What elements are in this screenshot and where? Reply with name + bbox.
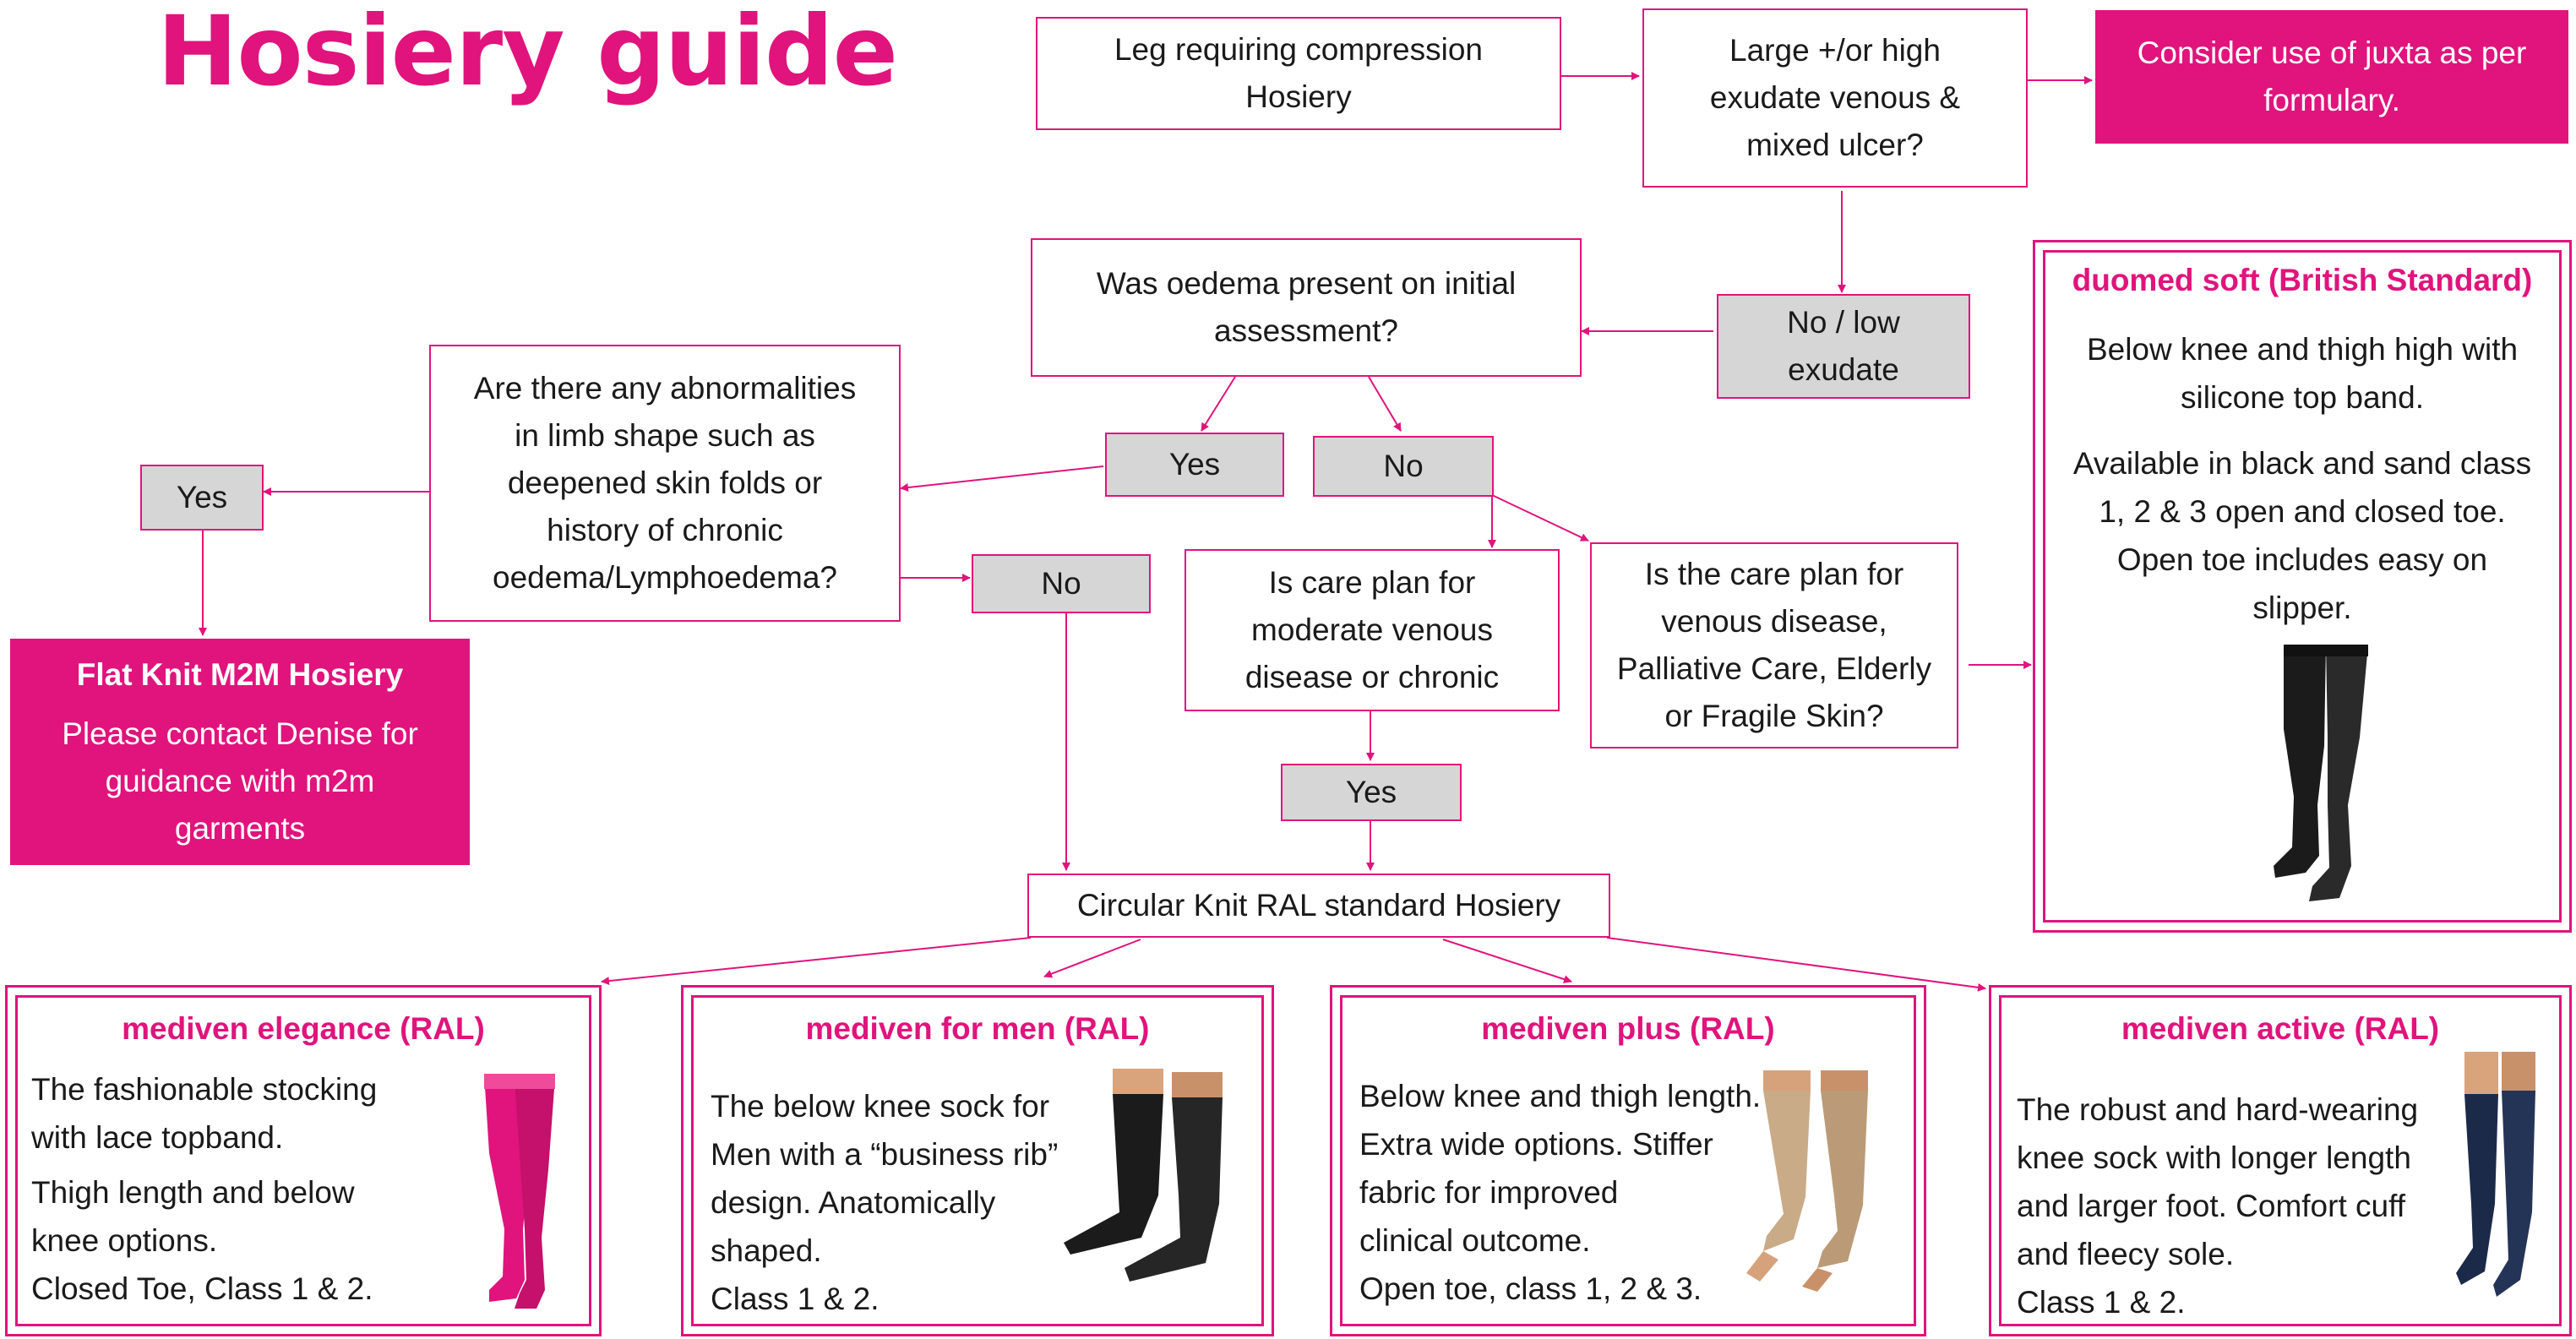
- product-line: Thigh length and below: [31, 1175, 355, 1210]
- duomed-line: slipper.: [2252, 591, 2352, 625]
- navy-knee-sock-icon: [2456, 1052, 2535, 1297]
- node-line: garments: [174, 811, 306, 846]
- product-line: and larger foot. Comfort cuff: [2017, 1189, 2405, 1223]
- duomed-inner-border: [2043, 250, 2562, 923]
- node-oedema-question: Was oedema present on initial assessment…: [1031, 238, 1582, 377]
- duomed-panel: duomed soft (British Standard) Below kne…: [2033, 240, 2572, 933]
- product-line: Men with a “business rib”: [711, 1137, 1059, 1172]
- duomed-title: duomed soft (British Standard): [2072, 263, 2533, 297]
- product-line: knee sock with longer length: [2017, 1140, 2411, 1175]
- product-line: Class 1 & 2.: [711, 1282, 880, 1316]
- product-line: and fleecy sole.: [2017, 1237, 2235, 1271]
- product-inner-border: [1340, 995, 1916, 1326]
- product-line: Closed Toe, Class 1 & 2.: [31, 1271, 373, 1306]
- node-flat-knit: Flat Knit M2M Hosiery Please contact Den…: [10, 639, 470, 865]
- black-knee-sock-icon: [1064, 1069, 1223, 1282]
- product-title: mediven plus (RAL): [1481, 1011, 1775, 1046]
- product-line: fabric for improved: [1359, 1175, 1619, 1210]
- node-large-exudate: Large +/or high exudate venous & mixed u…: [1642, 8, 2028, 188]
- arrow-yes-to-abnormalities: [900, 465, 1104, 493]
- product-line: design. Anatomically: [711, 1185, 996, 1220]
- duomed-line: Open toe includes easy on: [2116, 542, 2488, 577]
- arrow-oedema-to-yes: [1201, 376, 1236, 432]
- product-card-plus: mediven plus (RAL) Below knee and thigh …: [1330, 985, 1926, 1336]
- node-line: Leg requiring compression: [1114, 32, 1483, 67]
- node-line: formulary.: [2263, 83, 2400, 117]
- node-line: or Fragile Skin?: [1664, 699, 1884, 733]
- node-line: Palliative Care, Elderly: [1616, 651, 1932, 686]
- product-title: mediven active (RAL): [2121, 1011, 2440, 1046]
- node-circular-knit: Circular Knit RAL standard Hosiery: [1027, 874, 1610, 938]
- node-care-plan-moderate: Is care plan for moderate venous disease…: [1185, 549, 1560, 711]
- product-line: knee options.: [31, 1223, 218, 1258]
- node-line: Large +/or high: [1729, 33, 1941, 68]
- node-line: deepened skin folds or: [507, 465, 823, 500]
- product-title: mediven elegance (RAL): [122, 1011, 485, 1046]
- arrow-circular-to-elegance: [601, 937, 1032, 986]
- product-inner-border: [1999, 995, 2562, 1326]
- node-line: Please contact Denise for: [62, 716, 418, 751]
- product-line: The fashionable stocking: [31, 1072, 378, 1107]
- node-no-left: No: [972, 554, 1151, 613]
- arrow-oedema-to-no: [1368, 376, 1402, 432]
- duomed-line: 1, 2 & 3 open and closed toe.: [2099, 494, 2506, 529]
- pink-thigh-stocking-icon: [484, 1074, 555, 1309]
- node-line: guidance with m2m: [105, 764, 375, 798]
- node-line: oedema/Lymphoedema?: [493, 560, 837, 595]
- black-thigh-stocking-icon: [2274, 645, 2368, 901]
- node-line: No / low: [1787, 305, 1900, 340]
- flat-knit-title: Flat Knit M2M Hosiery: [76, 657, 404, 692]
- product-line: clinical outcome.: [1359, 1223, 1591, 1258]
- node-care-plan-venous: Is the care plan for venous disease, Pal…: [1590, 542, 1958, 748]
- arrow-circular-to-plus: [1442, 939, 1572, 983]
- node-line: Is the care plan for: [1644, 557, 1904, 591]
- node-line: disease or chronic: [1244, 660, 1500, 694]
- duomed-line: silicone top band.: [2181, 380, 2424, 415]
- node-no-low-exudate: No / low exudate: [1717, 294, 1970, 399]
- product-title: mediven for men (RAL): [805, 1011, 1150, 1046]
- product-line: with lace topband.: [31, 1120, 284, 1155]
- node-line: mixed ulcer?: [1746, 128, 1924, 162]
- node-line: exudate: [1788, 352, 1899, 387]
- node-consider-juxta: Consider use of juxta as per formulary.: [2095, 10, 2568, 144]
- node-line: moderate venous: [1251, 612, 1493, 647]
- product-line: Below knee and thigh length.: [1359, 1079, 1762, 1113]
- node-line: Was oedema present on initial: [1096, 266, 1517, 301]
- node-no-center: No: [1313, 436, 1494, 497]
- node-line: assessment?: [1214, 313, 1398, 348]
- node-line: Are there any abnormalities: [473, 371, 857, 406]
- product-inner-border: [691, 995, 1264, 1326]
- duomed-line: Available in black and sand class: [2072, 446, 2532, 481]
- page-title: Hosiery guide: [157, 0, 898, 107]
- node-abnormalities-question: Are there any abnormalities in limb shap…: [429, 345, 901, 622]
- product-line: Open toe, class 1, 2 & 3.: [1359, 1271, 1702, 1306]
- node-line: Consider use of juxta as per: [2137, 35, 2527, 70]
- product-line: Extra wide options. Stiffer: [1359, 1127, 1713, 1162]
- node-line: in limb shape such as: [515, 418, 815, 453]
- product-inner-border: [15, 995, 591, 1326]
- node-line: exudate venous &: [1709, 80, 1961, 115]
- arrow-circular-to-men: [1043, 939, 1141, 978]
- node-line: Hosiery: [1245, 79, 1352, 114]
- node-yes-bottom: Yes: [1281, 764, 1462, 821]
- beige-open-toe-sock-icon: [1746, 1070, 1868, 1292]
- node-yes-left: Yes: [140, 465, 264, 531]
- node-line: Is care plan for: [1268, 565, 1476, 600]
- node-line: history of chronic: [547, 513, 783, 547]
- product-line: The robust and hard-wearing: [2017, 1092, 2419, 1127]
- node-line: venous disease,: [1661, 604, 1887, 639]
- product-card-men: mediven for men (RAL) The below knee soc…: [681, 985, 1274, 1336]
- arrow-circular-to-active: [1606, 937, 1986, 992]
- node-leg-requiring: Leg requiring compression Hosiery: [1036, 17, 1561, 130]
- product-card-elegance: mediven elegance (RAL) The fashionable s…: [5, 985, 602, 1336]
- node-yes-center: Yes: [1105, 433, 1284, 497]
- duomed-line: Below knee and thigh high with: [2086, 332, 2519, 367]
- product-line: The below knee sock for: [711, 1089, 1050, 1124]
- product-card-active: mediven active (RAL) The robust and hard…: [1989, 985, 2572, 1336]
- product-line: shaped.: [711, 1233, 822, 1268]
- product-line: Class 1 & 2.: [2017, 1285, 2186, 1320]
- arrow-no-to-careplan-venous: [1491, 494, 1589, 542]
